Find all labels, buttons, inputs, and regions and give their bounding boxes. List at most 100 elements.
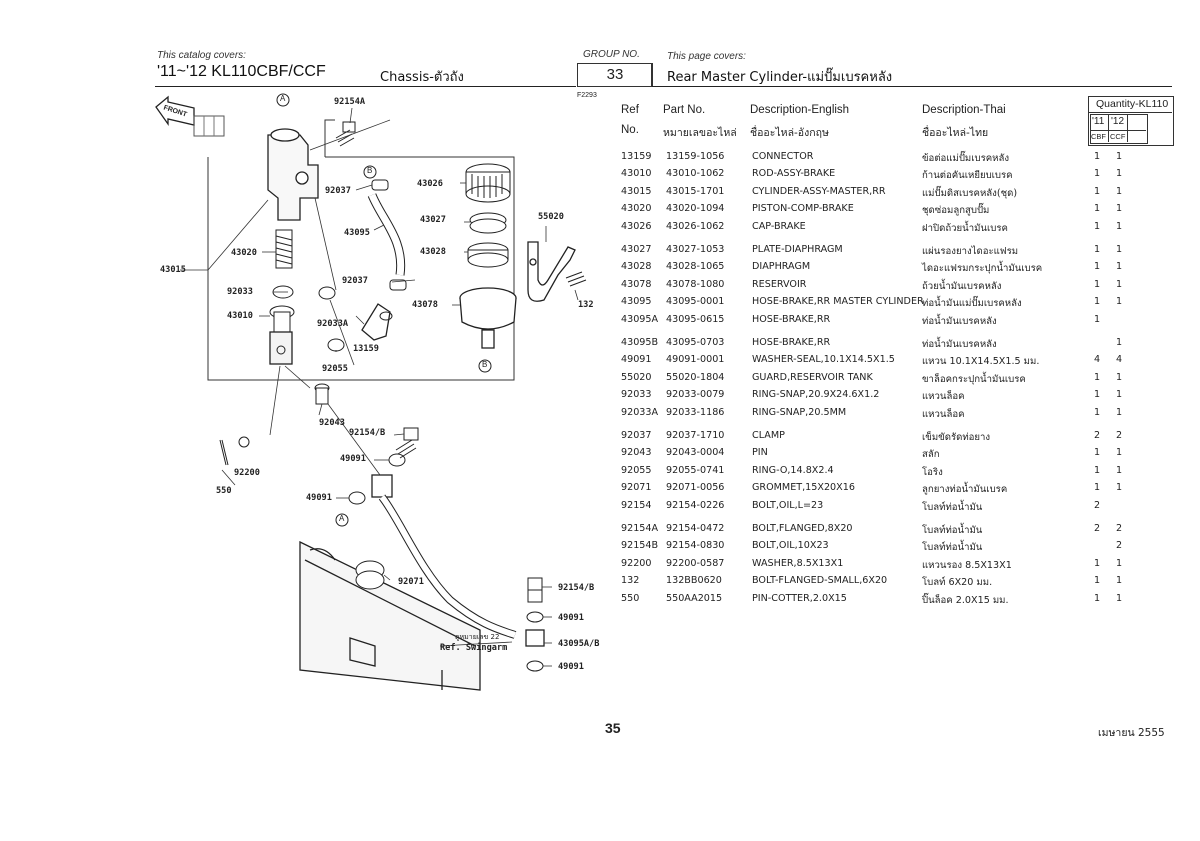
ref-cell: 550 <box>621 592 640 604</box>
part-number-cell: 13159-1056 <box>666 151 725 162</box>
description-en-cell: ROD-ASSY-BRAKE <box>752 168 836 180</box>
description-en-cell: CONNECTOR <box>752 151 814 162</box>
washer-92200 <box>238 436 250 448</box>
qty-11-cell: 1 <box>1094 447 1101 459</box>
hose-fitting <box>371 474 393 498</box>
quantity-col-divider <box>1108 114 1109 142</box>
qty-11-cell: 1 <box>1094 482 1101 494</box>
qty-11-cell: 1 <box>1094 278 1101 290</box>
figure-code: F2293 <box>577 92 597 99</box>
description-en-cell: PIN-COTTER,2.0X15 <box>752 592 847 604</box>
description-en-cell: CLAMP <box>752 430 785 441</box>
description-en-cell: DIAPHRAGM <box>752 261 811 273</box>
push-rod <box>269 305 295 365</box>
quantity-year-cells <box>1090 114 1148 144</box>
group-number: 33 <box>577 63 653 87</box>
callout-b-top: B <box>367 166 373 175</box>
ref-cell: 92071 <box>621 482 652 494</box>
front-arrow-icon <box>155 95 225 137</box>
description-en-cell: PIN <box>752 447 768 459</box>
part-number-cell: 92154-0830 <box>666 540 725 552</box>
description-en-cell: RING-O,14.8X2.4 <box>752 464 834 476</box>
qty-12-cell: 2 <box>1116 540 1123 552</box>
description-th-cell: แหวนล็อค <box>922 391 965 403</box>
description-th-cell: โบลท์ท่อน้ำมัน <box>922 501 983 513</box>
qty-12-cell: 1 <box>1116 244 1123 255</box>
description-th-cell: ท่อน้ำมันเบรคหลัง <box>922 315 997 327</box>
qty-12-cell: 1 <box>1116 389 1123 401</box>
label-92033: 92033 <box>227 287 253 297</box>
label-43095ab: 43095A/B <box>558 639 600 649</box>
reservoir-cap <box>465 163 511 203</box>
description-en-cell: BOLT,OIL,10X23 <box>752 540 829 552</box>
qty-11-cell: 1 <box>1094 592 1101 604</box>
description-th-cell: ขาล็อคกระปุกน้ำมันเบรค <box>922 373 1026 385</box>
page-number: 35 <box>605 720 621 736</box>
diaphragm-plate <box>469 212 507 234</box>
quantity-rule <box>1088 112 1172 113</box>
qty-12-cell: 1 <box>1116 151 1123 162</box>
ref-cell: 92200 <box>621 557 652 569</box>
col-ref-th: No. <box>621 124 639 136</box>
oil-bolt <box>395 427 419 459</box>
qty-ccf: CCF <box>1110 132 1126 141</box>
qty-12-cell: 1 <box>1116 261 1123 273</box>
ref-cell: 43095A <box>621 313 659 325</box>
quantity-title: Quantity-KL110 <box>1096 98 1169 110</box>
footer-date: เมษายน 2555 <box>1098 727 1165 739</box>
part-number-cell: 43015-1701 <box>666 185 725 197</box>
description-th-cell: โบลท์ท่อน้ำมัน <box>922 542 983 554</box>
ref-cell: 92154A <box>621 523 659 534</box>
description-th-cell: แผ่นรองยางไดอะแฟรม <box>922 246 1019 257</box>
pin <box>314 383 330 405</box>
description-th-cell: แม่ปั๊มดิสเบรคหลัง(ชุด) <box>922 187 1018 199</box>
label-43010: 43010 <box>227 311 253 321</box>
qty-11-cell: 1 <box>1094 406 1101 418</box>
ref-cell: 92043 <box>621 447 652 459</box>
part-number-cell: 43095-0001 <box>666 296 725 308</box>
part-number-cell: 43028-1065 <box>666 261 725 273</box>
part-number-cell: 92033-1186 <box>666 406 725 418</box>
label-43095: 43095 <box>344 228 370 238</box>
washer-seal-2 <box>348 491 366 505</box>
group-no-label: GROUP NO. <box>583 49 640 60</box>
qty-11-cell: 2 <box>1094 499 1101 511</box>
description-en-cell: HOSE-BRAKE,RR <box>752 313 831 325</box>
qty-12-cell: 1 <box>1116 296 1123 308</box>
qty-11-cell: 1 <box>1094 203 1101 215</box>
label-92037a: 92037 <box>325 186 351 196</box>
ref-cell: 43010 <box>621 168 652 180</box>
ref-cell: 92154 <box>621 499 652 511</box>
quantity-box <box>1088 96 1174 146</box>
master-cylinder-body <box>267 128 319 221</box>
description-th-cell: โบลท์ท่อน้ำมัน <box>922 525 983 536</box>
label-49091d: 49091 <box>558 662 584 672</box>
qty-11-cell: 1 <box>1094 313 1101 325</box>
snap-ring-a <box>327 338 345 352</box>
callout-circles <box>276 93 492 527</box>
label-43027: 43027 <box>420 215 446 225</box>
lower-washer-2 <box>526 660 544 672</box>
qty-11-cell: 1 <box>1094 389 1101 401</box>
qty-12-cell: 2 <box>1116 430 1123 441</box>
part-number-cell: 43027-1053 <box>666 244 725 255</box>
part-number-cell: 92154-0472 <box>666 523 725 534</box>
ref-cell: 43015 <box>621 185 652 197</box>
description-th-cell: ฝาปิดถ้วยน้ำมันเบรค <box>922 222 1008 234</box>
group-box-divider <box>651 63 652 87</box>
qty-11-cell: 1 <box>1094 371 1101 383</box>
label-49091a: 49091 <box>340 454 366 464</box>
qty-12-cell: 1 <box>1116 203 1123 215</box>
qty-11-cell: 1 <box>1094 296 1101 308</box>
description-th-cell: โอริง <box>922 466 943 478</box>
piston-spring <box>275 229 293 269</box>
label-92033a: 92033A <box>317 319 349 329</box>
assembly-box-upper <box>324 119 335 157</box>
description-en-cell: PISTON-COMP-BRAKE <box>752 203 854 215</box>
col-ref: Ref <box>621 104 639 116</box>
ref-cell: 49091 <box>621 354 652 366</box>
ref-cell: 43020 <box>621 203 652 215</box>
ref-cell: 43095 <box>621 296 652 308</box>
part-number-cell: 55020-1804 <box>666 371 725 383</box>
page-title: Rear Master Cylinder-แม่ปั๊มเบรคหลัง <box>667 70 893 85</box>
